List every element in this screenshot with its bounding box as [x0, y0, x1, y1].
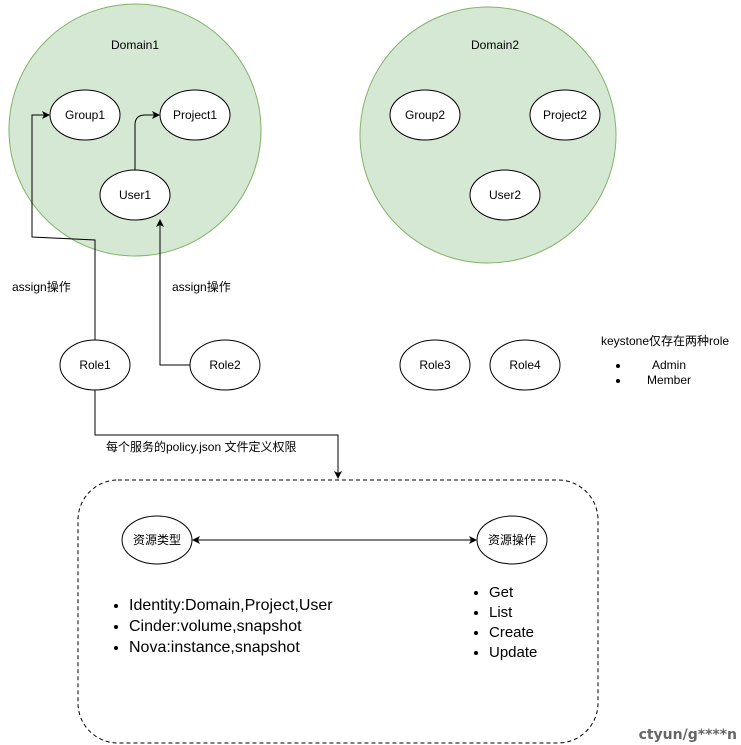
role3-label: Role3	[419, 358, 451, 372]
user2-node[interactable]	[469, 169, 541, 221]
role4-label: Role4	[509, 358, 541, 372]
project1-label: Project1	[173, 108, 217, 122]
policy-box	[77, 479, 599, 744]
resource-type-item: Identity:Domain,Project,User	[129, 595, 333, 616]
project2-label: Project2	[543, 108, 587, 122]
role3-node[interactable]	[399, 339, 471, 391]
operations-list: Get List Create Update	[471, 583, 537, 663]
project2-node[interactable]	[529, 89, 601, 141]
operation-item: List	[489, 603, 537, 623]
domain2-circle	[359, 6, 617, 264]
domain2-label: Domain2	[471, 38, 519, 52]
resource-type-label: 资源类型	[133, 533, 181, 547]
group1-label: Group1	[65, 108, 105, 122]
resource-type-item: Nova:instance,snapshot	[129, 637, 333, 658]
keystone-role-member: Member	[630, 373, 740, 388]
keystone-role-admin: Admin	[630, 358, 740, 373]
domain1-label: Domain1	[111, 38, 159, 52]
assign-label-right: assign操作	[172, 280, 231, 294]
resource-types-list: Identity:Domain,Project,User Cinder:volu…	[111, 595, 333, 658]
resource-op-label: 资源操作	[488, 532, 536, 547]
group2-node[interactable]	[389, 89, 461, 141]
edge-user1-project1	[134, 111, 160, 170]
role1-label: Role1	[79, 358, 111, 372]
operation-item: Update	[489, 643, 537, 663]
role4-node[interactable]	[489, 339, 561, 391]
user1-label: User1	[119, 188, 151, 202]
user2-label: User2	[489, 188, 521, 202]
watermark: ctyun/g****n	[638, 727, 737, 743]
resource-type-item: Cinder:volume,snapshot	[129, 616, 333, 637]
group1-node[interactable]	[49, 89, 121, 141]
operation-item: Create	[489, 623, 537, 643]
keystone-role-list: Admin Member	[612, 358, 740, 388]
edge-role1-group1	[31, 111, 96, 340]
edge-role1-policy	[94, 390, 342, 479]
policy-label: 每个服务的policy.json 文件定义权限	[106, 440, 297, 454]
project1-node[interactable]	[159, 89, 231, 141]
group2-label: Group2	[405, 108, 445, 122]
keystone-note-title: keystone仅存在两种role	[601, 334, 730, 348]
assign-label-left: assign操作	[12, 280, 71, 294]
edge-role2-user1	[156, 219, 190, 366]
operation-item: Get	[489, 583, 537, 603]
role2-label: Role2	[209, 358, 241, 372]
resource-op-node[interactable]	[476, 515, 548, 565]
